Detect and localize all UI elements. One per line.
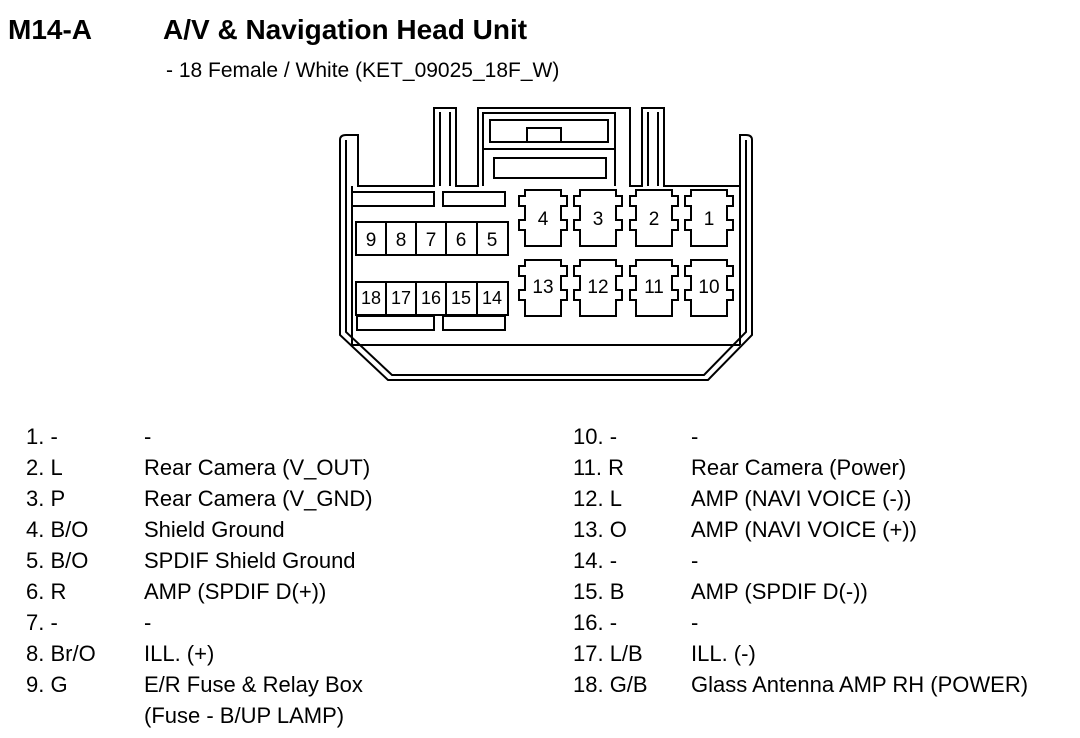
- pin-label-13: 13: [532, 277, 553, 298]
- blank-slot: [351, 191, 435, 207]
- connector-type: - 18 Female / White (KET_09025_18F_W): [166, 59, 560, 82]
- pin-number: 11. R: [573, 455, 624, 480]
- pin-label-14: 14: [482, 288, 502, 308]
- pin-number: 4. B/O: [26, 517, 89, 542]
- pin-label-4: 4: [538, 209, 549, 230]
- pin-number: 6. R: [26, 579, 67, 604]
- pin-description: Rear Camera (V_OUT): [144, 455, 371, 480]
- pin-description: AMP (NAVI VOICE (+)): [691, 517, 917, 542]
- terminal-11: [629, 259, 679, 317]
- pin-description: -: [144, 424, 152, 449]
- pin-description: -: [691, 610, 699, 635]
- terminal-1: [684, 189, 734, 247]
- terminal-2: [629, 189, 679, 247]
- terminal-4: [518, 189, 568, 247]
- pin-number: 5. B/O: [26, 548, 89, 573]
- pin-number: 14. -: [573, 548, 618, 573]
- pin-label-18: 18: [361, 288, 381, 308]
- pin-number: 13. O: [573, 517, 627, 542]
- connector-housing: [339, 107, 753, 381]
- pin-number: 9. G: [26, 672, 68, 697]
- blank-slot: [442, 315, 506, 331]
- pin-label-3: 3: [593, 209, 604, 230]
- pin-number: 3. P: [26, 486, 66, 511]
- pin-description: (Fuse - B/UP LAMP): [144, 703, 345, 728]
- locking-latch: [482, 112, 616, 150]
- terminal-13: [518, 259, 568, 317]
- pin-label-17: 17: [391, 288, 411, 308]
- pin-label-7: 7: [426, 230, 437, 251]
- pin-description: AMP (SPDIF D(+)): [144, 579, 327, 604]
- pin-number: 1. -: [26, 424, 58, 449]
- connector-diagram: 9 8 7 6 5 18 17 16 15 14 4 3 2 1 13 12 1…: [339, 107, 753, 381]
- terminal-10: [684, 259, 734, 317]
- pin-label-12: 12: [587, 277, 608, 298]
- terminal-3: [573, 189, 623, 247]
- terminal-12: [573, 259, 623, 317]
- pin-description: AMP (NAVI VOICE (-)): [691, 486, 912, 511]
- pin-label-6: 6: [456, 230, 467, 251]
- pin-number: 10. -: [573, 424, 618, 449]
- pin-number: 8. Br/O: [26, 641, 96, 666]
- pin-description: -: [144, 610, 152, 635]
- pin-description: ILL. (-): [691, 641, 756, 666]
- blank-slot: [442, 191, 506, 207]
- pin-number: 18. G/B: [573, 672, 648, 697]
- pin-description: Shield Ground: [144, 517, 285, 542]
- pin-number: 17. L/B: [573, 641, 643, 666]
- pin-description: Glass Antenna AMP RH (POWER): [691, 672, 1029, 697]
- pin-description: SPDIF Shield Ground: [144, 548, 356, 573]
- pin-description: AMP (SPDIF D(-)): [691, 579, 868, 604]
- connector-code: M14-A: [8, 14, 93, 45]
- pin-description: Rear Camera (Power): [691, 455, 907, 480]
- pin-label-1: 1: [704, 209, 715, 230]
- pin-label-11: 11: [644, 277, 664, 298]
- pin-number: 7. -: [26, 610, 58, 635]
- pin-label-5: 5: [487, 230, 498, 251]
- pin-label-2: 2: [649, 209, 660, 230]
- pin-description: ILL. (+): [144, 641, 215, 666]
- pin-description: -: [691, 424, 699, 449]
- pin-label-8: 8: [396, 230, 407, 251]
- pin-label-16: 16: [421, 288, 441, 308]
- page-title: A/V & Navigation Head Unit: [163, 14, 528, 45]
- pin-number: 2. L: [26, 455, 63, 480]
- pin-description: -: [691, 548, 699, 573]
- pin-label-9: 9: [366, 230, 377, 251]
- pin-number: 15. B: [573, 579, 625, 604]
- blank-slot: [356, 315, 435, 331]
- pin-label-15: 15: [451, 288, 471, 308]
- pin-description: E/R Fuse & Relay Box: [144, 672, 363, 697]
- pin-description: Rear Camera (V_GND): [144, 486, 373, 511]
- pin-label-10: 10: [698, 277, 719, 298]
- pin-number: 12. L: [573, 486, 622, 511]
- pin-number: 16. -: [573, 610, 618, 635]
